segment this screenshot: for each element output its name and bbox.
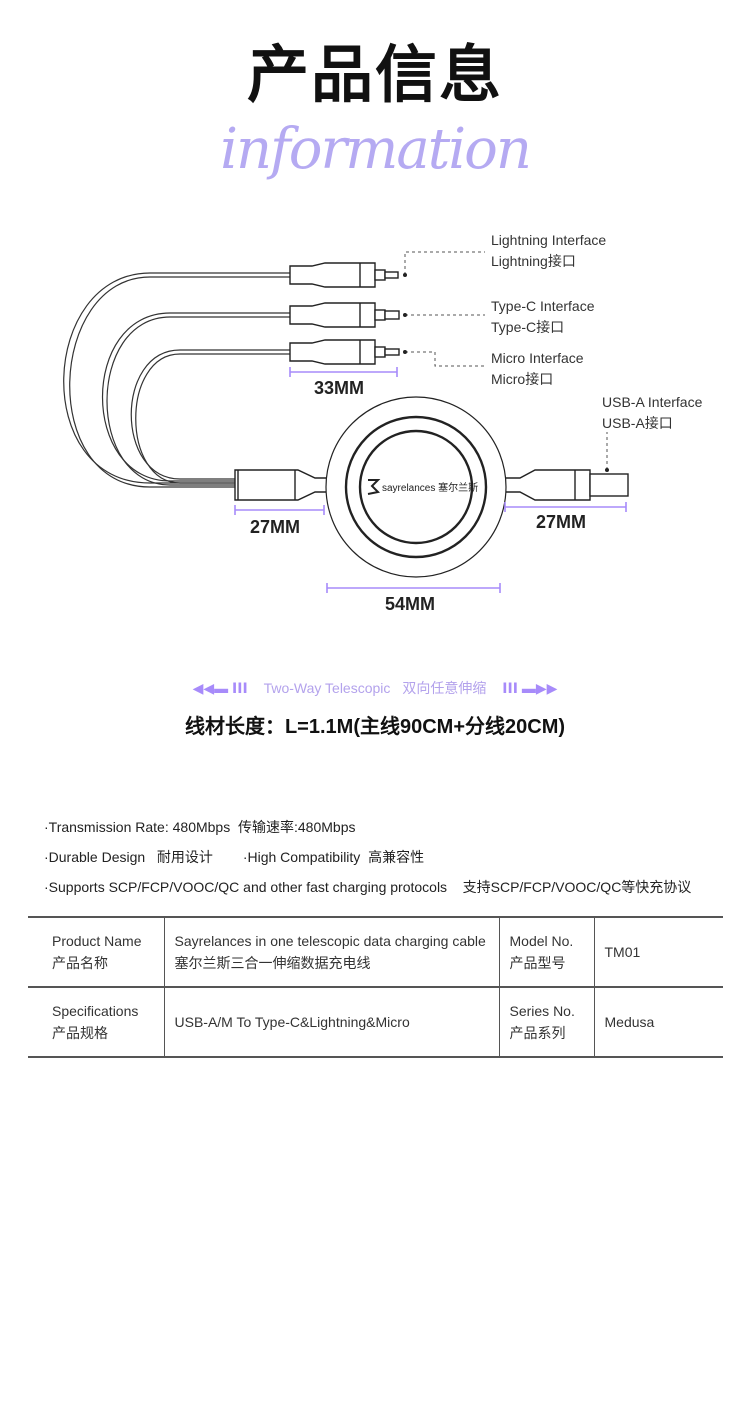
- lightning-cable: [63, 272, 290, 484]
- feature-protocols: ·Supports SCP/FCP/VOOC/QC and other fast…: [44, 879, 692, 895]
- title-script-decoration: information: [220, 117, 532, 182]
- page-title: 产品信息: [246, 41, 503, 110]
- usb-a-connector: [504, 469, 629, 501]
- lightning-connector: [289, 262, 399, 288]
- brand-logo: sayrelances 塞尔兰斯: [382, 481, 478, 494]
- cable-length: 线材长度：L=1.1M(主线90CM+分线20CM): [184, 716, 566, 738]
- dim-tip: 33MM: [314, 378, 365, 398]
- feature-durable: ·Durable Design 耐用设计: [44, 849, 213, 865]
- micro-cable: [130, 349, 290, 480]
- arrow-left-icon: ◀◀▬ ⅠⅠⅠ: [192, 680, 248, 696]
- feature-row: ·Durable Design 耐用设计 ·High Compatibility…: [44, 848, 424, 866]
- dim-disc: 54MM: [385, 594, 436, 614]
- arrow-right-icon: ⅠⅠⅠ ▬▶▶: [502, 680, 558, 696]
- micro-connector: [289, 339, 400, 365]
- typec-connector: [289, 302, 400, 328]
- dim-left: 27MM: [250, 517, 301, 537]
- left-connector: [234, 469, 331, 501]
- cable-diagram: sayrelances 塞尔兰斯: [63, 251, 629, 593]
- dim-right: 27MM: [536, 512, 587, 532]
- typec-cable: [102, 312, 290, 482]
- dimension-lines: [234, 367, 627, 593]
- feature-compat: ·High Compatibility 高兼容性: [242, 849, 425, 865]
- logo-icon: [367, 479, 381, 495]
- feature-rate: ·Transmission Rate: 480Mbps 传输速率:480Mbps: [44, 819, 356, 835]
